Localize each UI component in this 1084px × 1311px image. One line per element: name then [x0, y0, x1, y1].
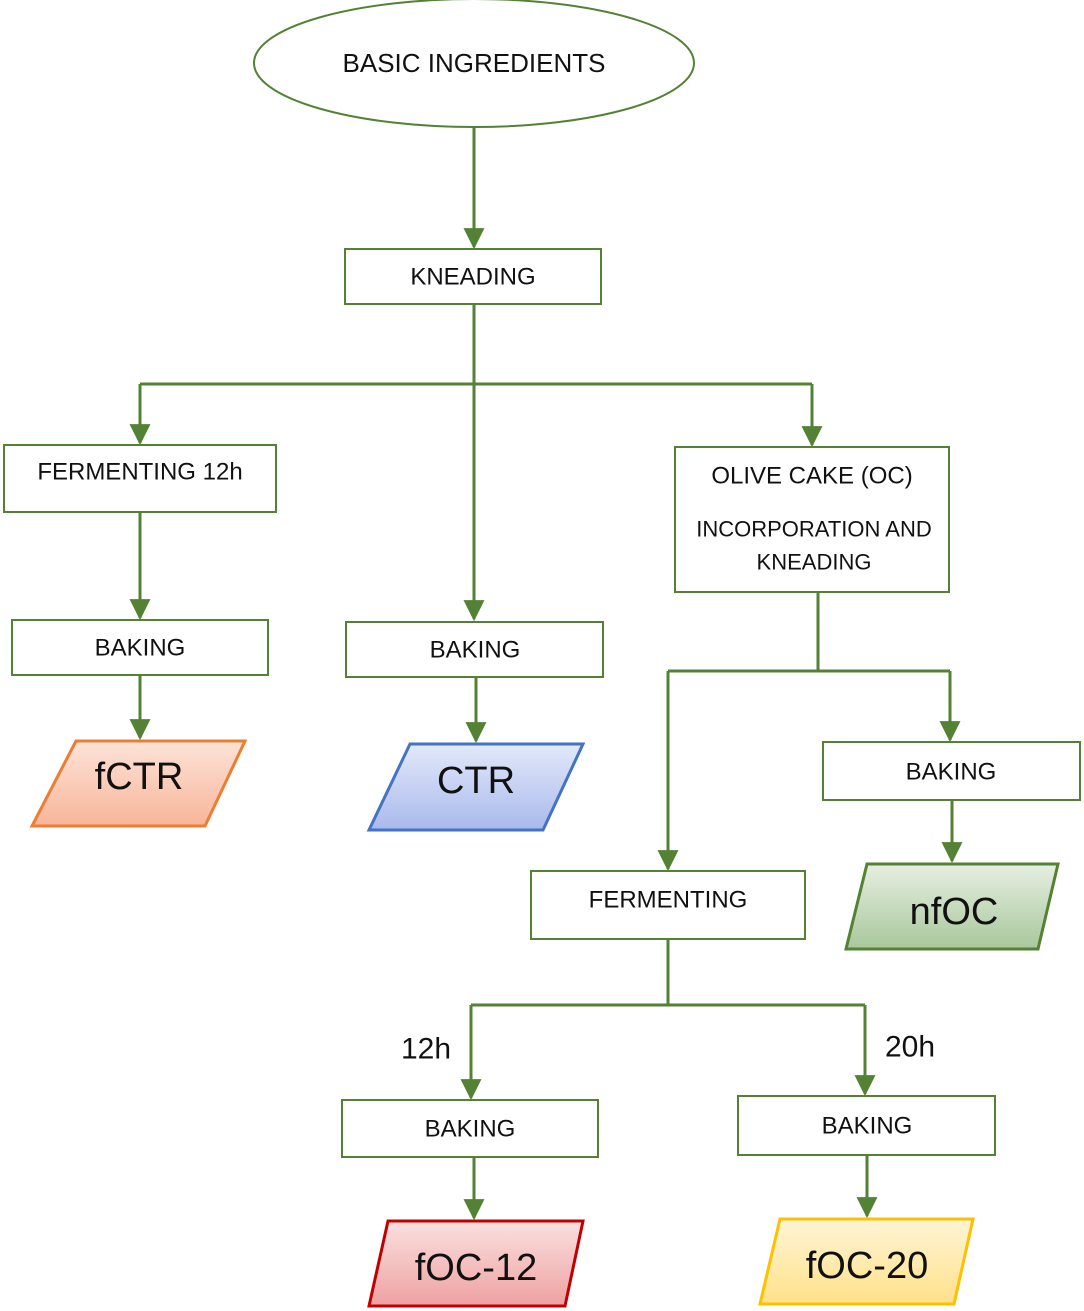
output-ctr-shape [366, 742, 586, 832]
output-ctr-label: CTR [437, 760, 515, 802]
output-ctr: CTR [366, 742, 586, 832]
output-fctr-shape [29, 739, 248, 828]
baking-20h-box [737, 1095, 996, 1156]
start-label: BASIC INGREDIENTS [343, 48, 606, 78]
output-fctr-label: fCTR [95, 756, 184, 798]
connectors [129, 128, 963, 1221]
fermenting-box [530, 870, 806, 940]
baking-nfoc-label: BAKING [906, 759, 997, 786]
olive-cake-box [674, 446, 950, 593]
baking-nfoc-box [822, 741, 1081, 801]
branch-label-12h: 12h [401, 1033, 451, 1066]
output-foc12-shape [367, 1219, 585, 1308]
output-fctr: fCTR [29, 739, 248, 828]
baking-fctr-box [11, 619, 269, 676]
baking-12h-label: BAKING [425, 1116, 516, 1143]
output-foc12-label: fOC-12 [415, 1247, 537, 1289]
output-foc20-shape [758, 1217, 975, 1306]
olive-cake-line1: INCORPORATION AND [696, 517, 932, 542]
start-node: BASIC INGREDIENTS [253, 0, 695, 128]
kneading-box [344, 248, 602, 305]
kneading-label: KNEADING [410, 264, 535, 291]
baking-20h-label: BAKING [822, 1113, 913, 1140]
output-nfoc-label: nfOC [910, 891, 999, 933]
output-foc20-label: fOC-20 [806, 1245, 928, 1287]
fermenting-label: FERMENTING [589, 887, 748, 914]
olive-cake-title: OLIVE CAKE (OC) [711, 463, 912, 490]
baking-12h-box [341, 1099, 599, 1158]
output-foc20: fOC-20 [758, 1217, 975, 1306]
process-boxes [3, 248, 1081, 1158]
baking-ctr-label: BAKING [430, 637, 521, 664]
process-labels: KNEADING FERMENTING 12h OLIVE CAKE (OC) … [37, 264, 996, 1143]
baking-ctr-box [345, 621, 604, 678]
baking-fctr-label: BAKING [95, 635, 186, 662]
olive-cake-line2: KNEADING [757, 550, 872, 575]
output-nfoc-shape [844, 862, 1060, 951]
branch-label-20h: 20h [885, 1031, 935, 1064]
output-nfoc: nfOC [844, 862, 1060, 951]
output-foc12: fOC-12 [367, 1219, 585, 1308]
fermenting-12h-box [3, 444, 277, 513]
fermenting-12h-label: FERMENTING 12h [37, 459, 242, 486]
